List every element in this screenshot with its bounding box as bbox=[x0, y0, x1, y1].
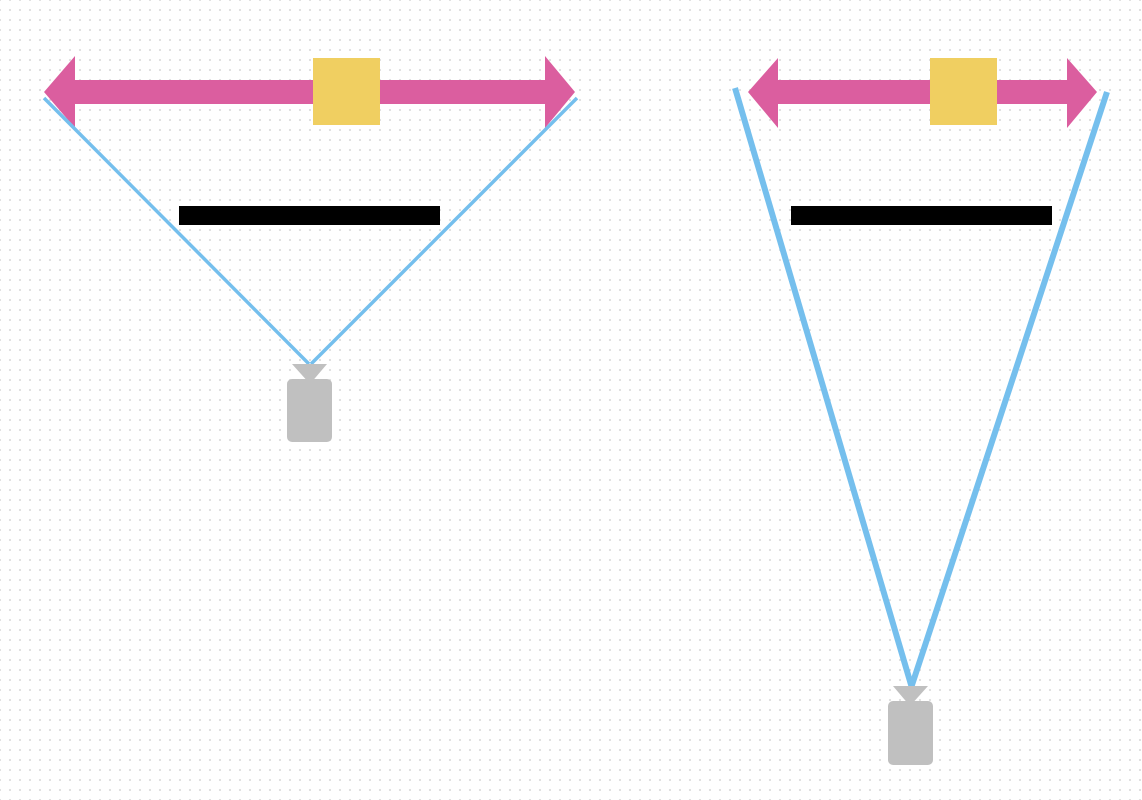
subject-square-left bbox=[313, 58, 380, 125]
sight-line-right-a bbox=[732, 87, 915, 689]
sight-line-left-b bbox=[309, 96, 579, 366]
double-arrow-right bbox=[748, 58, 1097, 128]
camera-body-left bbox=[287, 379, 332, 442]
sight-line-left-a bbox=[42, 96, 311, 366]
panel-left bbox=[42, 56, 579, 442]
obstacle-bar-right bbox=[791, 206, 1052, 225]
panel-right bbox=[732, 58, 1110, 765]
obstacle-bar-left bbox=[179, 206, 440, 225]
camera-lens-left bbox=[292, 364, 327, 384]
camera-body-right bbox=[888, 701, 933, 765]
camera-lens-right bbox=[893, 686, 928, 706]
sight-line-right-b bbox=[908, 91, 1110, 689]
subject-square-right bbox=[930, 58, 997, 125]
camera-icon bbox=[888, 686, 933, 765]
camera-icon bbox=[287, 364, 332, 442]
double-arrow-left bbox=[44, 56, 575, 128]
